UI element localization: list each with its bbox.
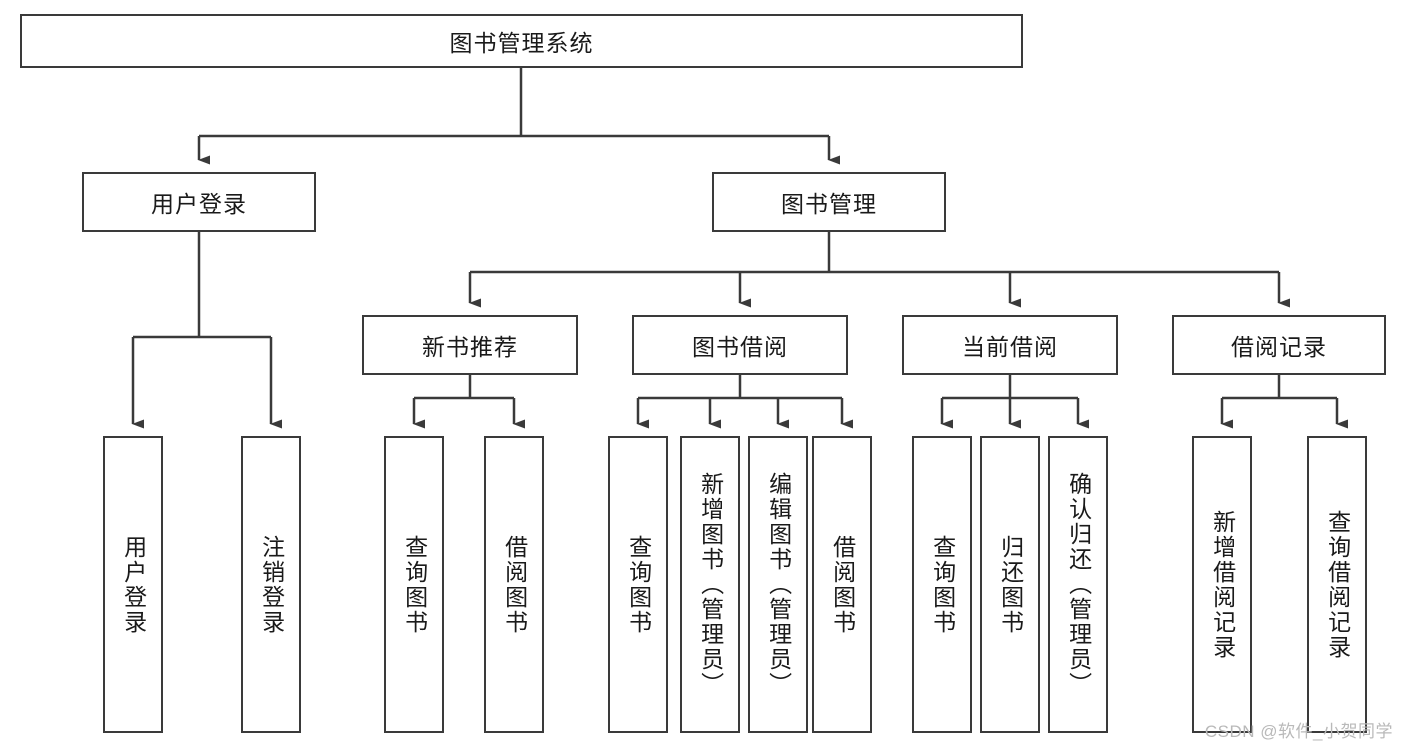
node-label: 新书推荐 xyxy=(422,334,518,360)
node-current-borrow[interactable]: 当前借阅 xyxy=(902,315,1118,375)
node-leaf-borrow-book-newbook[interactable]: 借阅图书 xyxy=(484,436,544,733)
node-label: 新增借阅记录 xyxy=(1209,509,1236,660)
node-label: 归还图书 xyxy=(997,534,1024,635)
node-leaf-confirm-return-admin[interactable]: 确认归还（管理员） xyxy=(1048,436,1108,733)
node-label: 借阅图书 xyxy=(501,534,528,635)
node-label: 注销登录 xyxy=(258,534,285,635)
node-leaf-borrow-book[interactable]: 借阅图书 xyxy=(812,436,872,733)
node-label: 当前借阅 xyxy=(962,334,1058,360)
node-leaf-query-book-current[interactable]: 查询图书 xyxy=(912,436,972,733)
node-label: 查询图书 xyxy=(625,534,652,635)
node-label: 编辑图书（管理员） xyxy=(765,472,792,697)
node-label: 图书借阅 xyxy=(692,334,788,360)
node-label: 图书管理 xyxy=(781,191,877,217)
node-label: 查询借阅记录 xyxy=(1324,509,1351,660)
node-label: 新增图书（管理员） xyxy=(697,472,724,697)
node-leaf-edit-book-admin[interactable]: 编辑图书（管理员） xyxy=(748,436,808,733)
node-root-book-management-system[interactable]: 图书管理系统 xyxy=(20,14,1023,68)
node-leaf-query-book-borrow[interactable]: 查询图书 xyxy=(608,436,668,733)
node-book-management[interactable]: 图书管理 xyxy=(712,172,946,232)
node-borrow-record[interactable]: 借阅记录 xyxy=(1172,315,1386,375)
node-label: 查询图书 xyxy=(929,534,956,635)
node-label: 用户登录 xyxy=(151,191,247,217)
node-label: 借阅记录 xyxy=(1231,334,1327,360)
node-leaf-add-book-admin[interactable]: 新增图书（管理员） xyxy=(680,436,740,733)
node-leaf-user-login[interactable]: 用户登录 xyxy=(103,436,163,733)
node-leaf-user-logout[interactable]: 注销登录 xyxy=(241,436,301,733)
node-leaf-add-borrow-record[interactable]: 新增借阅记录 xyxy=(1192,436,1252,733)
node-label: 用户登录 xyxy=(120,534,147,635)
node-user-login[interactable]: 用户登录 xyxy=(82,172,316,232)
node-new-book-recommend[interactable]: 新书推荐 xyxy=(362,315,578,375)
node-label: 查询图书 xyxy=(401,534,428,635)
node-label: 借阅图书 xyxy=(829,534,856,635)
node-leaf-query-book-newbook[interactable]: 查询图书 xyxy=(384,436,444,733)
node-leaf-query-borrow-record[interactable]: 查询借阅记录 xyxy=(1307,436,1367,733)
node-label: 图书管理系统 xyxy=(449,30,594,56)
node-book-borrow[interactable]: 图书借阅 xyxy=(632,315,848,375)
node-label: 确认归还（管理员） xyxy=(1065,472,1092,697)
node-leaf-return-book[interactable]: 归还图书 xyxy=(980,436,1040,733)
